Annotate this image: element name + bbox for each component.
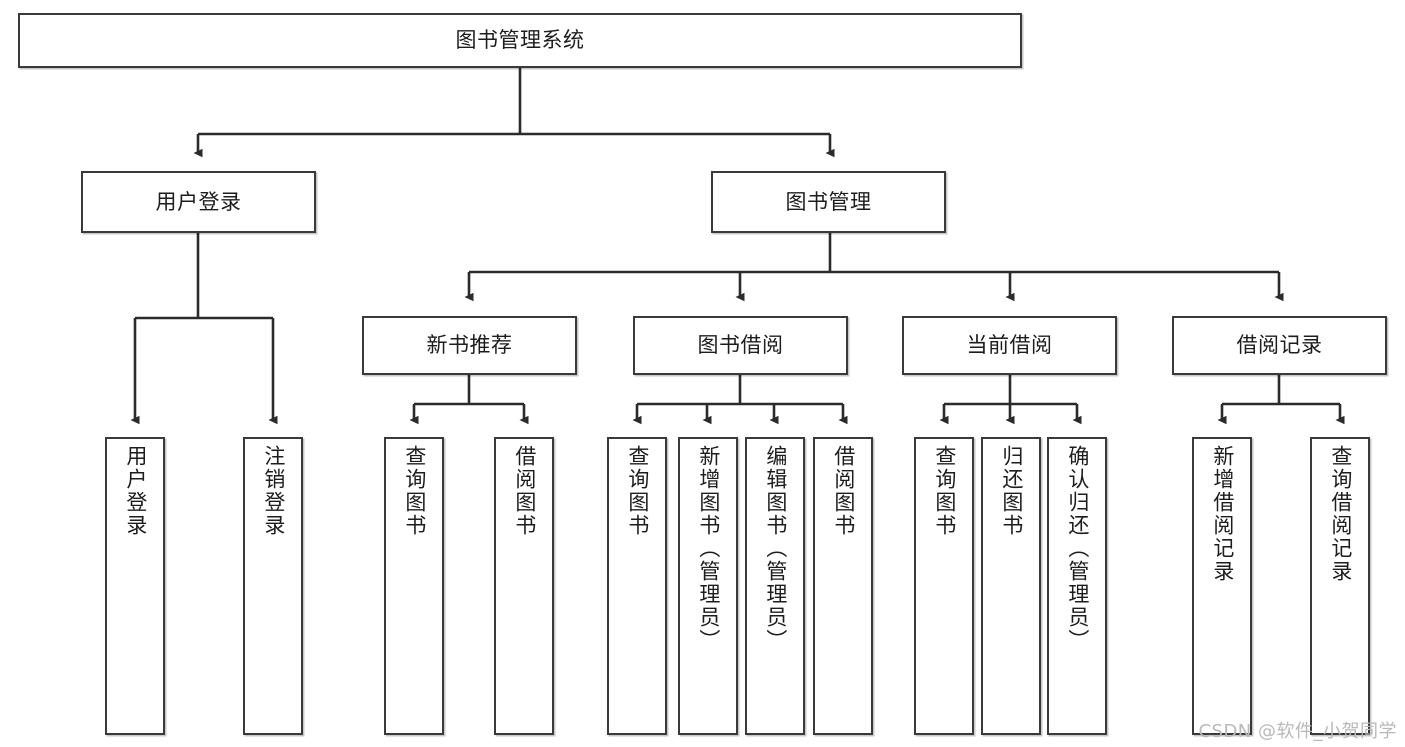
node-current-borrow[interactable]: 当前借阅 xyxy=(902,316,1117,375)
node-borrow-record-label: 借阅记录 xyxy=(1236,333,1323,358)
node-book-borrow[interactable]: 图书借阅 xyxy=(633,316,848,375)
node-book-manage[interactable]: 图书管理 xyxy=(711,171,946,233)
node-leaf-login-label: 用户登录 xyxy=(123,445,148,537)
node-leaf-login[interactable]: 用户登录 xyxy=(105,437,165,735)
node-leaf-query-book-2[interactable]: 查询图书 xyxy=(607,437,667,735)
node-current-borrow-label: 当前借阅 xyxy=(966,333,1053,358)
node-new-book-recommend[interactable]: 新书推荐 xyxy=(362,316,577,375)
node-leaf-return-book[interactable]: 归还图书 xyxy=(981,437,1041,735)
node-leaf-confirm-return-label: 确认归还（管理员） xyxy=(1065,445,1090,652)
node-leaf-query-book-3[interactable]: 查询图书 xyxy=(914,437,974,735)
node-leaf-edit-book-label: 编辑图书（管理员） xyxy=(763,445,788,652)
node-leaf-query-book-2-label: 查询图书 xyxy=(625,445,650,537)
node-leaf-borrow-book-2-label: 借阅图书 xyxy=(831,445,856,537)
node-leaf-query-book-1-label: 查询图书 xyxy=(402,445,427,537)
node-leaf-query-record-label: 查询借阅记录 xyxy=(1328,445,1353,583)
node-book-borrow-label: 图书借阅 xyxy=(697,333,784,358)
node-leaf-query-book-3-label: 查询图书 xyxy=(932,445,957,537)
node-leaf-add-record[interactable]: 新增借阅记录 xyxy=(1192,437,1252,735)
node-user-login-label: 用户登录 xyxy=(155,189,242,214)
node-leaf-add-book[interactable]: 新增图书（管理员） xyxy=(678,437,738,735)
node-leaf-add-record-label: 新增借阅记录 xyxy=(1210,445,1235,583)
node-leaf-borrow-book-1[interactable]: 借阅图书 xyxy=(494,437,554,735)
node-user-login[interactable]: 用户登录 xyxy=(81,171,316,233)
node-borrow-record[interactable]: 借阅记录 xyxy=(1172,316,1387,375)
node-leaf-query-book-1[interactable]: 查询图书 xyxy=(384,437,444,735)
node-leaf-borrow-book-1-label: 借阅图书 xyxy=(512,445,537,537)
node-leaf-edit-book[interactable]: 编辑图书（管理员） xyxy=(745,437,805,735)
node-leaf-return-book-label: 归还图书 xyxy=(999,445,1024,537)
node-book-manage-label: 图书管理 xyxy=(785,189,872,214)
node-leaf-logout-label: 注销登录 xyxy=(261,445,286,537)
node-root[interactable]: 图书管理系统 xyxy=(18,13,1022,68)
node-new-book-recommend-label: 新书推荐 xyxy=(426,333,513,358)
node-leaf-confirm-return[interactable]: 确认归还（管理员） xyxy=(1047,437,1107,735)
node-leaf-borrow-book-2[interactable]: 借阅图书 xyxy=(813,437,873,735)
node-leaf-query-record[interactable]: 查询借阅记录 xyxy=(1310,437,1370,735)
node-leaf-add-book-label: 新增图书（管理员） xyxy=(696,445,721,652)
node-root-label: 图书管理系统 xyxy=(455,28,585,53)
node-leaf-logout[interactable]: 注销登录 xyxy=(243,437,303,735)
